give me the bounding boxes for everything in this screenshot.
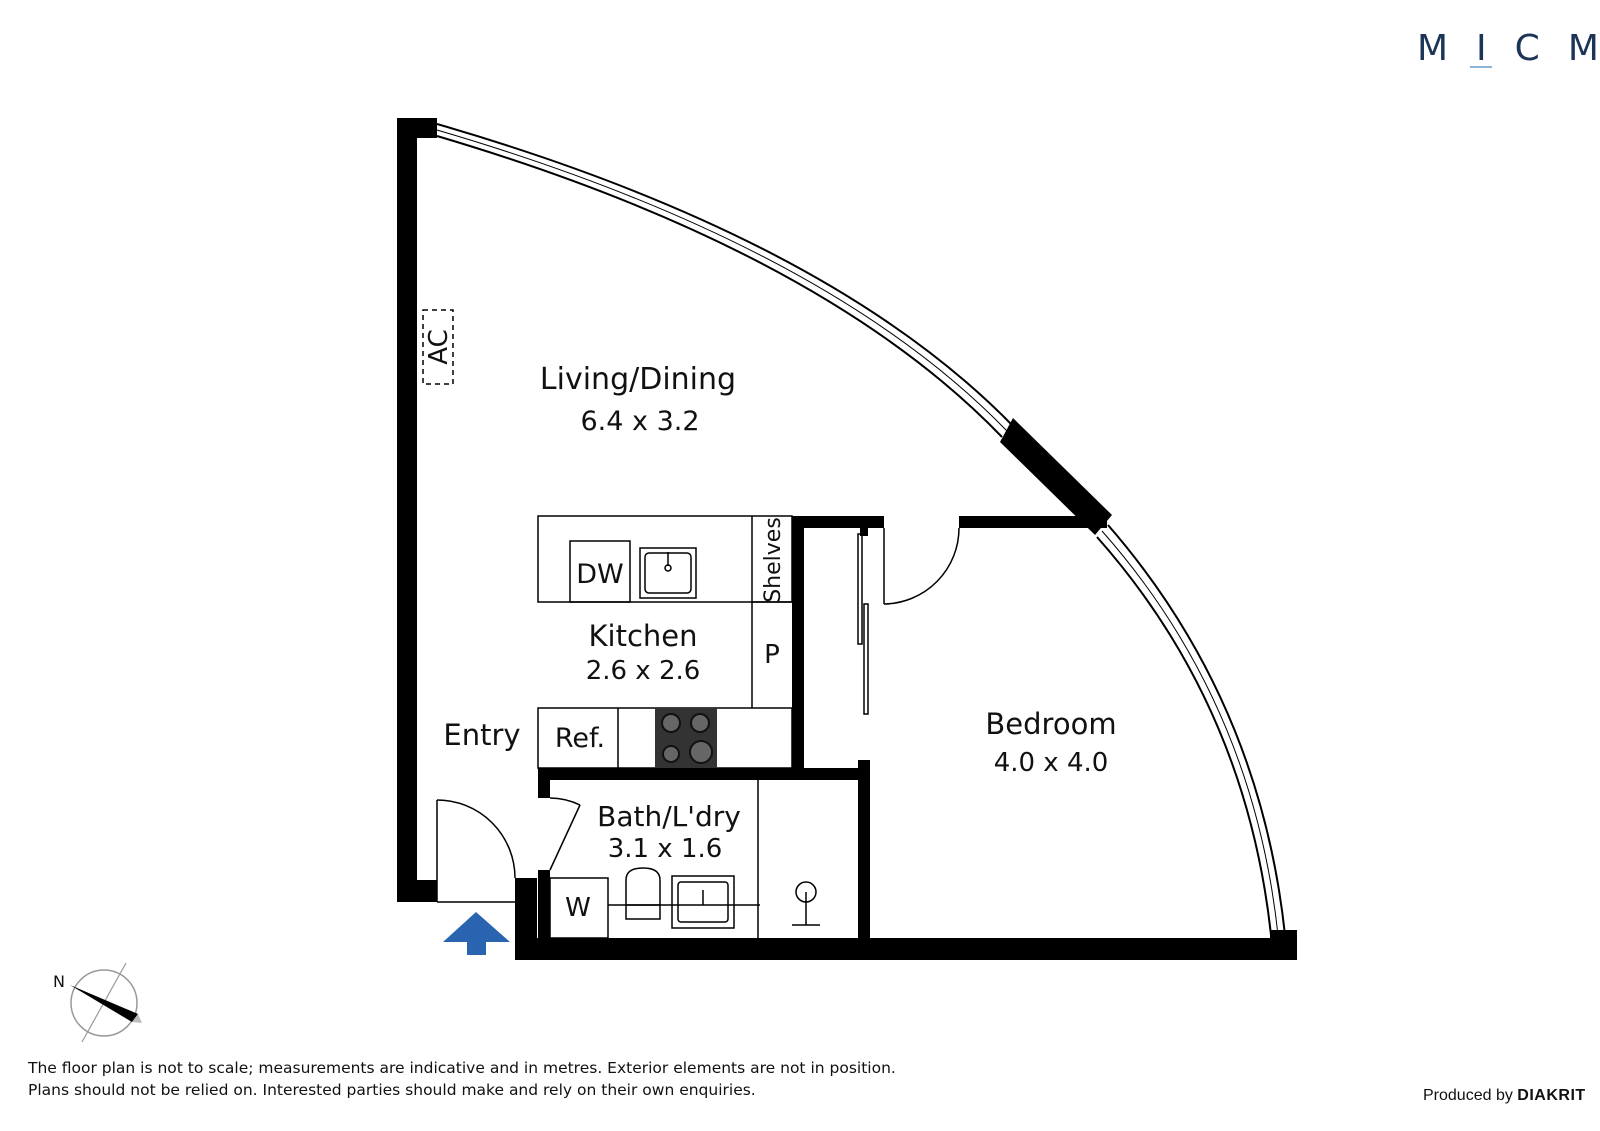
bath-west-wall-bottom	[538, 870, 550, 950]
pantry-label: P	[764, 640, 780, 670]
bath-north-wall	[538, 768, 870, 780]
logo-text: MICM	[1417, 28, 1599, 69]
bedroom-name: Bedroom	[985, 707, 1116, 741]
bedroom-size: 4.0 x 4.0	[994, 748, 1109, 778]
bedroom-door	[883, 527, 960, 605]
curve-end-wall	[1270, 930, 1297, 940]
washer-label: W	[565, 893, 591, 923]
bedroom-north-wall-left	[792, 516, 884, 528]
bath-west-wall-top	[538, 768, 550, 798]
sink	[639, 547, 697, 599]
dishwasher	[569, 540, 631, 603]
wardrobe-sliding-doors	[857, 533, 869, 715]
disclaimer: The floor plan is not to scale; measurem…	[28, 1057, 896, 1101]
shelves-label: Shelves	[761, 517, 786, 603]
bath-door	[549, 797, 581, 871]
entry-left-jamb	[397, 880, 437, 902]
entry-name: Entry	[443, 718, 520, 752]
disclaimer-line-2: Plans should not be relied on. Intereste…	[28, 1081, 756, 1099]
room-labels: Living/Dining 6.4 x 3.2 Kitchen 2.6 x 2.…	[443, 362, 1116, 864]
entry-arrow-icon	[443, 912, 510, 955]
ac-label: AC	[424, 329, 454, 364]
curved-window	[436, 123, 1286, 936]
exterior-walls	[397, 118, 1297, 960]
ac-unit: AC	[422, 309, 454, 385]
kitchen-size: 2.6 x 2.6	[586, 656, 701, 686]
bath-name: Bath/L'dry	[597, 800, 741, 833]
logo-underline	[1470, 66, 1492, 68]
micm-logo: MICM	[1417, 28, 1599, 72]
kitchen-bedroom-wall	[792, 516, 804, 768]
credit-company: DIAKRIT	[1517, 1087, 1586, 1104]
north-corner-wall	[397, 118, 437, 138]
fridge-label: Ref.	[555, 723, 605, 754]
interior-walls	[538, 516, 1107, 950]
bath-fixtures	[549, 780, 820, 939]
bedroom-north-wall-right	[959, 516, 1107, 528]
entry-door	[436, 799, 516, 903]
vanity-basin	[671, 875, 735, 929]
west-wall	[397, 118, 417, 902]
compass-icon: N	[53, 962, 142, 1043]
kitchen-name: Kitchen	[589, 619, 698, 653]
washer	[549, 877, 609, 939]
south-wall	[527, 938, 1297, 960]
living-size: 6.4 x 3.2	[580, 406, 699, 437]
entry-jamb-wall	[515, 878, 537, 960]
curved-wall-segment	[1000, 418, 1112, 535]
bath-east-wall	[858, 760, 870, 940]
disclaimer-line-1: The floor plan is not to scale; measurem…	[28, 1059, 896, 1077]
bath-size: 3.1 x 1.6	[608, 834, 723, 864]
credit-prefix: Produced by	[1423, 1087, 1513, 1104]
dishwasher-label: DW	[576, 559, 624, 590]
living-name: Living/Dining	[540, 362, 736, 397]
toilet	[625, 867, 661, 905]
produced-by-credit: Produced by DIAKRIT	[1423, 1087, 1586, 1105]
north-label: N	[53, 972, 65, 991]
cooktop-burners	[661, 713, 713, 764]
